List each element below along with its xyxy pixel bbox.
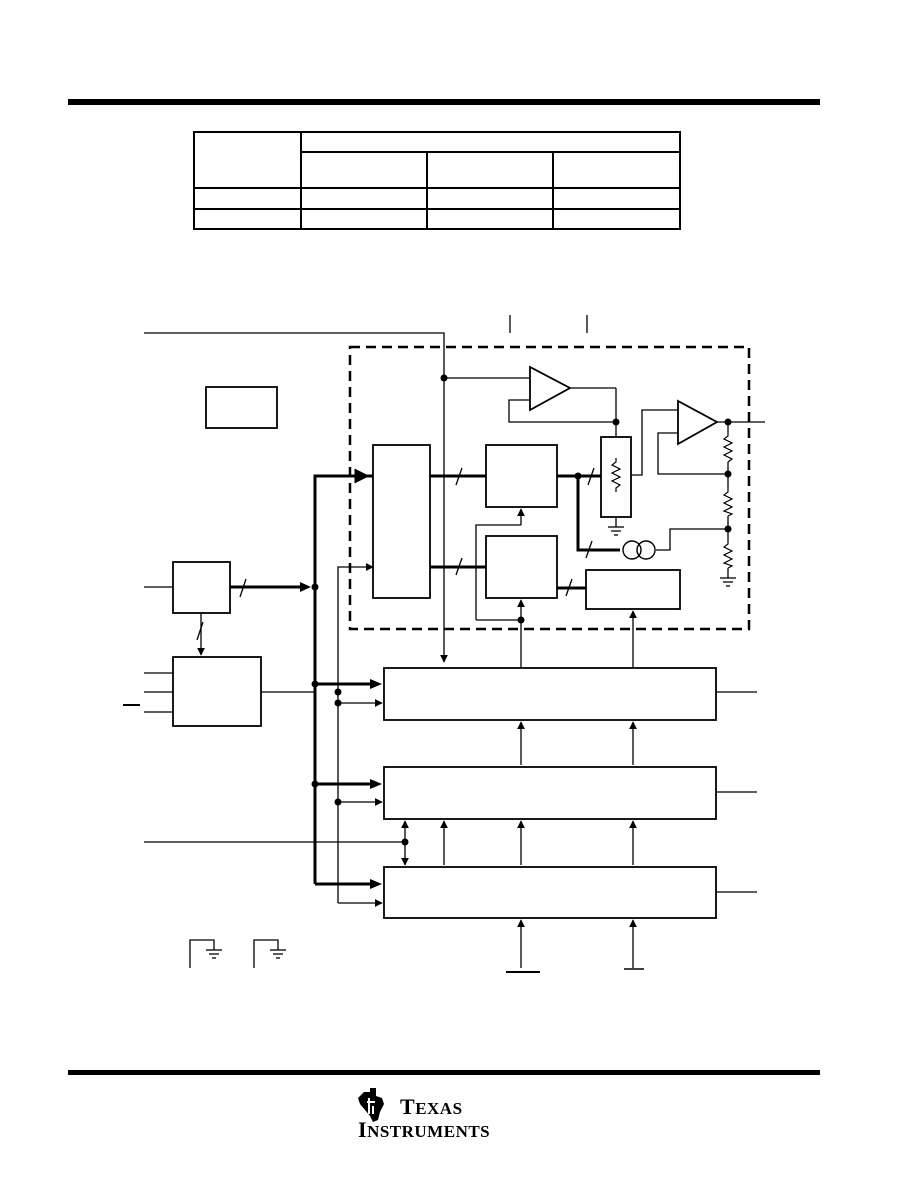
available-options-table <box>193 131 682 230</box>
reference-dac-block <box>485 535 558 599</box>
dac-boundary <box>348 345 751 631</box>
table-cell <box>551 187 682 210</box>
logo-line-2: INSTRUMENTS <box>358 1117 490 1142</box>
table-cell <box>300 208 428 230</box>
header-rule <box>68 99 820 105</box>
table-column-header <box>551 151 682 189</box>
table-row <box>193 187 682 210</box>
table-cell <box>426 208 554 230</box>
control-block <box>205 386 278 429</box>
table-cell <box>426 187 554 210</box>
table-cell <box>193 208 302 230</box>
table-group-header <box>299 131 682 153</box>
dac-latch-block <box>372 444 431 599</box>
table-corner-cell <box>193 131 302 189</box>
register-bar-2 <box>383 766 717 820</box>
table-column-header <box>426 151 554 189</box>
dac-block <box>485 444 558 508</box>
reference-buffer-amp <box>529 365 572 412</box>
output-amplifier <box>677 399 719 446</box>
table-cell <box>551 208 682 230</box>
register-bar-3 <box>383 866 717 919</box>
table-cell <box>193 187 302 210</box>
resistor-string-block <box>600 436 632 518</box>
footer-rule <box>68 1070 820 1075</box>
logo-line-1: TEXAS <box>400 1094 463 1119</box>
table-row <box>193 208 682 230</box>
input-register-block <box>172 561 231 614</box>
register-bar-1 <box>383 667 717 721</box>
ti-state-icon <box>358 1088 384 1122</box>
current-source-left <box>622 540 642 560</box>
current-source-right <box>636 540 656 560</box>
output-control-block <box>585 569 681 610</box>
table-cell <box>300 187 428 210</box>
serial-interface-block <box>172 656 262 727</box>
texas-instruments-logo: TEXAS INSTRUMENTS <box>358 1088 490 1142</box>
table-column-header <box>300 151 428 189</box>
